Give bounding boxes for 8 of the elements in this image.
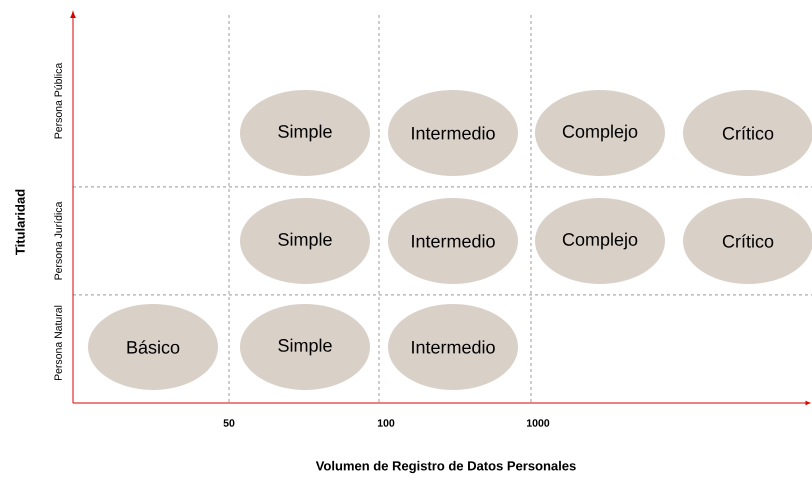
axis-category-label: Persona Jurídica <box>54 202 62 280</box>
axis-category-label: Persona Natural <box>54 306 62 380</box>
axis-title: Titularidad <box>15 190 25 255</box>
axis-category-label: Persona Pública <box>54 62 62 138</box>
tick-label: 100 <box>378 419 394 427</box>
tick-label: 1000 <box>526 419 550 427</box>
tick-label: 50 <box>224 419 234 427</box>
axis-title: Volumen de Registro de Datos Personales <box>316 460 576 474</box>
